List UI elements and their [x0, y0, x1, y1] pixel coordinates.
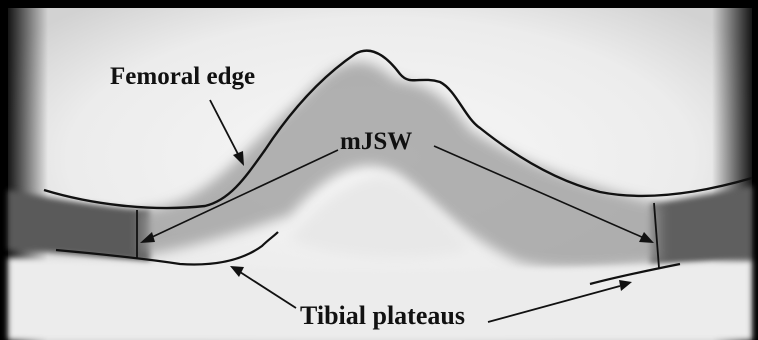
tibial-plateaus-label: Tibial plateaus: [300, 303, 465, 329]
mjsw-label: mJSW: [340, 129, 412, 154]
femoral-edge-label: Femoral edge: [110, 64, 255, 89]
